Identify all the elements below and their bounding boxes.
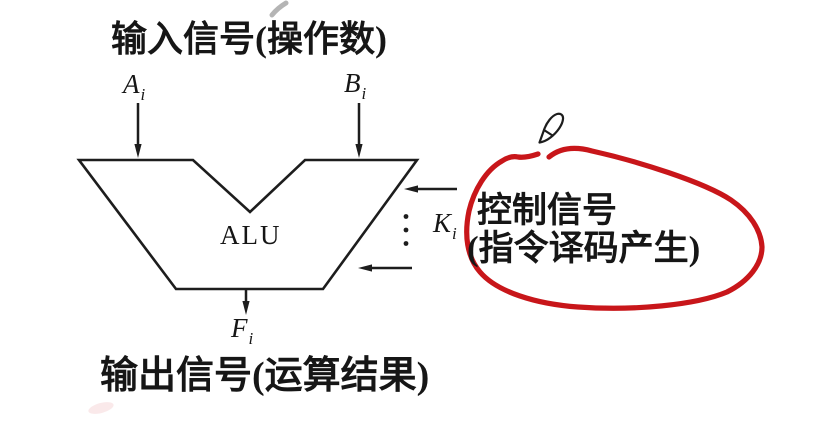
output-f-base: F	[231, 313, 248, 343]
input-b-arrowhead	[355, 144, 363, 158]
input-b-label: Bi	[344, 68, 366, 103]
input-a-base: A	[123, 69, 140, 99]
red-annotation-circle	[464, 145, 765, 311]
gray-artifact-mark	[269, 0, 289, 18]
input-a-subscript: i	[140, 85, 146, 104]
faint-red-smudge	[88, 402, 114, 414]
output-f-label: Fi	[231, 313, 253, 348]
output-f-subscript: i	[248, 329, 254, 348]
pencil-icon	[538, 112, 565, 144]
alu-body-shape	[76, 158, 420, 291]
input-b-subscript: i	[361, 84, 367, 103]
vertical-ellipsis-icon	[403, 214, 409, 246]
control-signal-note: 控制信号 (指令译码产生)	[467, 192, 700, 268]
output-f-arrowhead	[242, 301, 250, 315]
control-bottom-arrowhead	[358, 264, 372, 272]
arrowheads-group	[134, 144, 418, 315]
input-signal-title: 输入信号(操作数)	[111, 19, 387, 59]
control-k-subscript: i	[452, 224, 457, 243]
control-signal-note-line2: (指令译码产生)	[467, 229, 701, 268]
input-b-base: B	[344, 68, 361, 98]
control-k-label: Ki	[433, 208, 457, 243]
control-signal-note-line1: 控制信号	[477, 191, 618, 230]
alu-outline-group	[76, 103, 457, 303]
control-k-base: K	[433, 208, 452, 238]
input-a-label: Ai	[123, 69, 145, 104]
alu-name-label: ALU	[220, 220, 282, 250]
control-top-arrowhead	[404, 185, 418, 193]
output-signal-title: 输出信号(运算结果)	[100, 355, 430, 397]
input-a-arrowhead	[134, 144, 142, 158]
